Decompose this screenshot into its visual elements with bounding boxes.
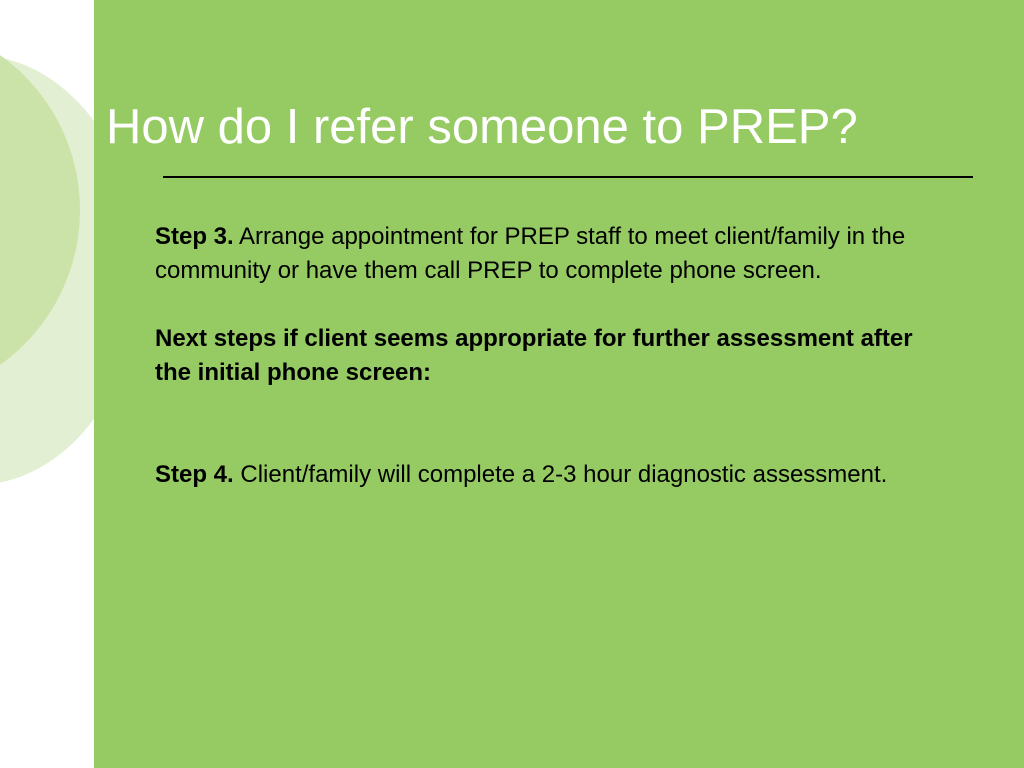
- content-panel: [94, 0, 1024, 768]
- step-4-label: Step 4.: [155, 461, 234, 488]
- next-steps-heading: Next steps if client seems appropriate f…: [155, 325, 913, 386]
- step-4-paragraph: Step 4. Client/family will complete a 2-…: [155, 458, 915, 492]
- step-3-paragraph: Step 3. Arrange appointment for PREP sta…: [155, 220, 915, 288]
- slide-title: How do I refer someone to PREP?: [106, 100, 858, 154]
- step-3-label: Step 3.: [155, 223, 234, 250]
- slide-body: Step 3. Arrange appointment for PREP sta…: [155, 220, 915, 492]
- step-3-text: Arrange appointment for PREP staff to me…: [155, 223, 906, 284]
- title-divider: [163, 176, 973, 178]
- step-4-text: Client/family will complete a 2-3 hour d…: [240, 461, 888, 488]
